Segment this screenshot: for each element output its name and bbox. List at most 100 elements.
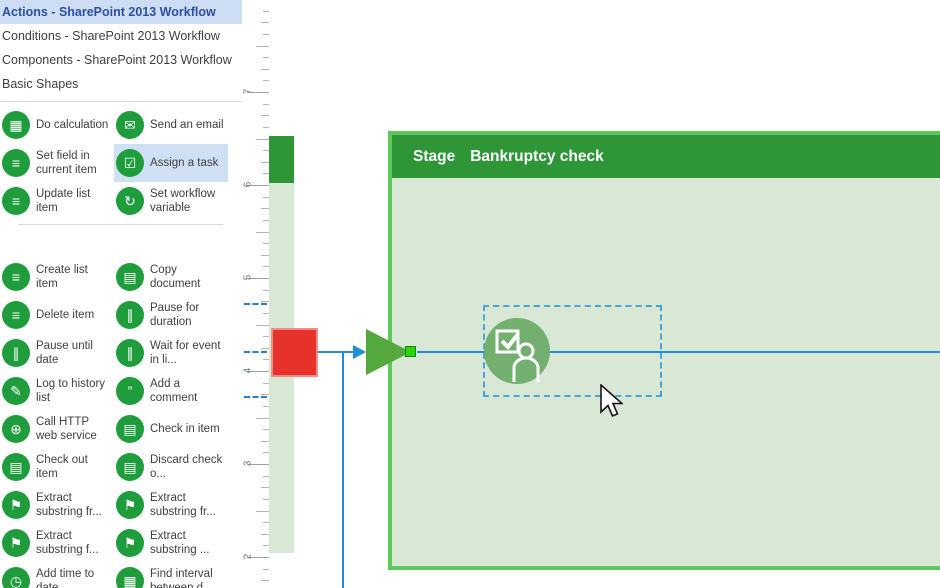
ruler-tick: [263, 126, 269, 128]
document-copy-icon: ▤: [116, 263, 144, 291]
previous-stage-header-edge[interactable]: [269, 136, 294, 183]
stencil-shape-check-out-item[interactable]: ▤Check out item: [0, 448, 114, 486]
ruler-tick: [256, 45, 269, 47]
connector-line-vertical[interactable]: [342, 352, 344, 588]
stencil-shape-create-list-item[interactable]: ≡Create list item: [0, 258, 114, 296]
list-delete-icon: ≡: [2, 301, 30, 329]
ruler-tick: [263, 103, 269, 105]
ruler-tick: [261, 440, 269, 442]
ruler-tick: [263, 498, 269, 500]
ruler-tick: [263, 80, 269, 82]
stencil-shape-extract-substring-of-string[interactable]: ⚑Extract substring ...: [114, 524, 228, 562]
log-pencil-icon: ✎: [2, 377, 30, 405]
stencil-shape-label: Extract substring fr...: [150, 491, 216, 518]
stage-container[interactable]: Stage Bankruptcy check: [388, 131, 940, 570]
drawing-canvas[interactable]: Stage Bankruptcy check: [269, 0, 940, 588]
ruler-tick: [256, 138, 269, 140]
shape-list-divider: [0, 220, 228, 228]
stencil-shape-add-a-comment[interactable]: ”Add a comment: [114, 372, 228, 410]
stage-name-label: Bankruptcy check: [470, 147, 604, 165]
stencil-shape-do-calculation[interactable]: ▦Do calculation: [0, 106, 114, 144]
stencil-shape-set-field-in-current-item[interactable]: ≡Set field in current item: [0, 144, 114, 182]
stencil-shape-delete-item[interactable]: ≡ Delete item: [0, 296, 114, 334]
ruler-tick: [247, 278, 269, 279]
ruler-tick: [261, 161, 269, 163]
ruler-tick: [263, 545, 269, 547]
document-checkin-icon: ▤: [116, 415, 144, 443]
connector-line[interactable]: [318, 351, 353, 353]
panel-divider: [0, 101, 242, 102]
ruler-tick: [247, 557, 269, 558]
stencil-shape-find-interval-between-dates[interactable]: ▦ Find interval between d...: [114, 562, 228, 588]
stencil-shape-label: Do calculation: [36, 118, 109, 131]
ruler-tick: [263, 33, 269, 35]
stencil-shape-label: Pause until date: [36, 339, 93, 366]
stencil-shape-wait-for-event-in-list[interactable]: ∥Wait for event in li...: [114, 334, 228, 372]
list-field-icon: ≡: [2, 149, 30, 177]
stencil-shape-log-to-history-list[interactable]: ✎Log to history list: [0, 372, 114, 410]
stencil-shape-extract-substring-from-index[interactable]: ⚑Extract substring f...: [0, 524, 114, 562]
ruler-tick: [247, 371, 269, 372]
red-square-shape[interactable]: [271, 328, 318, 377]
connection-point-handle[interactable]: [405, 346, 416, 357]
ruler-number: 3: [242, 460, 254, 467]
stencil-shape-assign-a-task[interactable]: ☑ Assign a task: [114, 144, 228, 182]
ruler-tick: [263, 289, 269, 291]
stage-header[interactable]: Stage Bankruptcy check: [392, 135, 940, 178]
stencil-shape-check-in-item[interactable]: ▤ Check in item: [114, 410, 228, 448]
stencil-shape-extract-substring-from-end[interactable]: ⚑Extract substring fr...: [114, 486, 228, 524]
stencil-shape-label: Create list item: [36, 263, 88, 290]
stencil-group-components[interactable]: Components - SharePoint 2013 Workflow: [2, 53, 232, 67]
stencil-shape-label: Extract substring ...: [150, 529, 210, 556]
stencil-shape-copy-document[interactable]: ▤Copy document: [114, 258, 228, 296]
stencil-shape-label: Log to history list: [36, 377, 106, 404]
calendar-interval-icon: ▦: [116, 567, 144, 588]
ruler-tick: [247, 185, 269, 186]
ruler-number: 7: [242, 88, 254, 95]
stencil-shape-label: Assign a task: [150, 156, 219, 169]
stencil-group-basic[interactable]: Basic Shapes: [2, 77, 79, 91]
stencil-shape-send-an-email[interactable]: ✉Send an email: [114, 106, 228, 144]
connector-line[interactable]: [417, 351, 940, 353]
stencil-shape-call-http-web-service[interactable]: ⊕Call HTTP web service: [0, 410, 114, 448]
ruler-tick: [263, 266, 269, 268]
stencil-shape-list: ▦Do calculation✉Send an email≡Set field …: [0, 106, 240, 588]
stencil-shape-label: Check out item: [36, 453, 88, 480]
substring-icon: ⚑: [2, 491, 30, 519]
stencil-group-conditions[interactable]: Conditions - SharePoint 2013 Workflow: [2, 29, 220, 43]
ruler-tick: [263, 312, 269, 314]
stencil-shape-label: Add a comment: [150, 377, 198, 404]
stencil-shape-add-time-to-date[interactable]: ◷Add time to date: [0, 562, 114, 588]
ruler-tick: [261, 533, 269, 535]
ruler-tick: [256, 417, 269, 419]
stencil-shape-pause-for-duration[interactable]: ∥Pause for duration: [114, 296, 228, 334]
stencil-shape-label: Find interval between d...: [150, 567, 213, 588]
ruler-number: 2: [242, 553, 254, 560]
stencil-shape-update-list-item[interactable]: ≡Update list item: [0, 182, 114, 220]
stencil-shape-pause-until-date[interactable]: ∥Pause until date: [0, 334, 114, 372]
start-triangle-shape[interactable]: [366, 329, 411, 375]
stencil-group-actions[interactable]: Actions - SharePoint 2013 Workflow: [0, 0, 242, 24]
ruler-tick: [263, 196, 269, 198]
ruler-tick: [263, 243, 269, 245]
ruler-tick: [247, 464, 269, 465]
stencil-shape-set-workflow-variable[interactable]: ↻Set workflow variable: [114, 182, 228, 220]
stencil-shape-label: Send an email: [150, 118, 224, 131]
ruler-tick: [263, 57, 269, 59]
ruler-tick: [263, 522, 269, 524]
calendar-add-icon: ◷: [2, 567, 30, 588]
stencil-shape-extract-substring-from-start[interactable]: ⚑Extract substring fr...: [0, 486, 114, 524]
ruler-tick: [256, 510, 269, 512]
stencil-shape-label: Update list item: [36, 187, 91, 214]
stencil-shape-discard-check-out[interactable]: ▤Discard check o...: [114, 448, 228, 486]
ruler-tick: [256, 231, 269, 233]
stencil-shape-label: Delete item: [36, 308, 95, 321]
stencil-shape-label: Call HTTP web service: [36, 415, 97, 442]
ruler-tick: [263, 173, 269, 175]
task-person-icon: ☑: [116, 149, 144, 177]
assign-a-task-shape[interactable]: [484, 318, 550, 384]
stencil-shape-label: Check in item: [150, 422, 220, 435]
stencil-shape-label: Copy document: [150, 263, 201, 290]
